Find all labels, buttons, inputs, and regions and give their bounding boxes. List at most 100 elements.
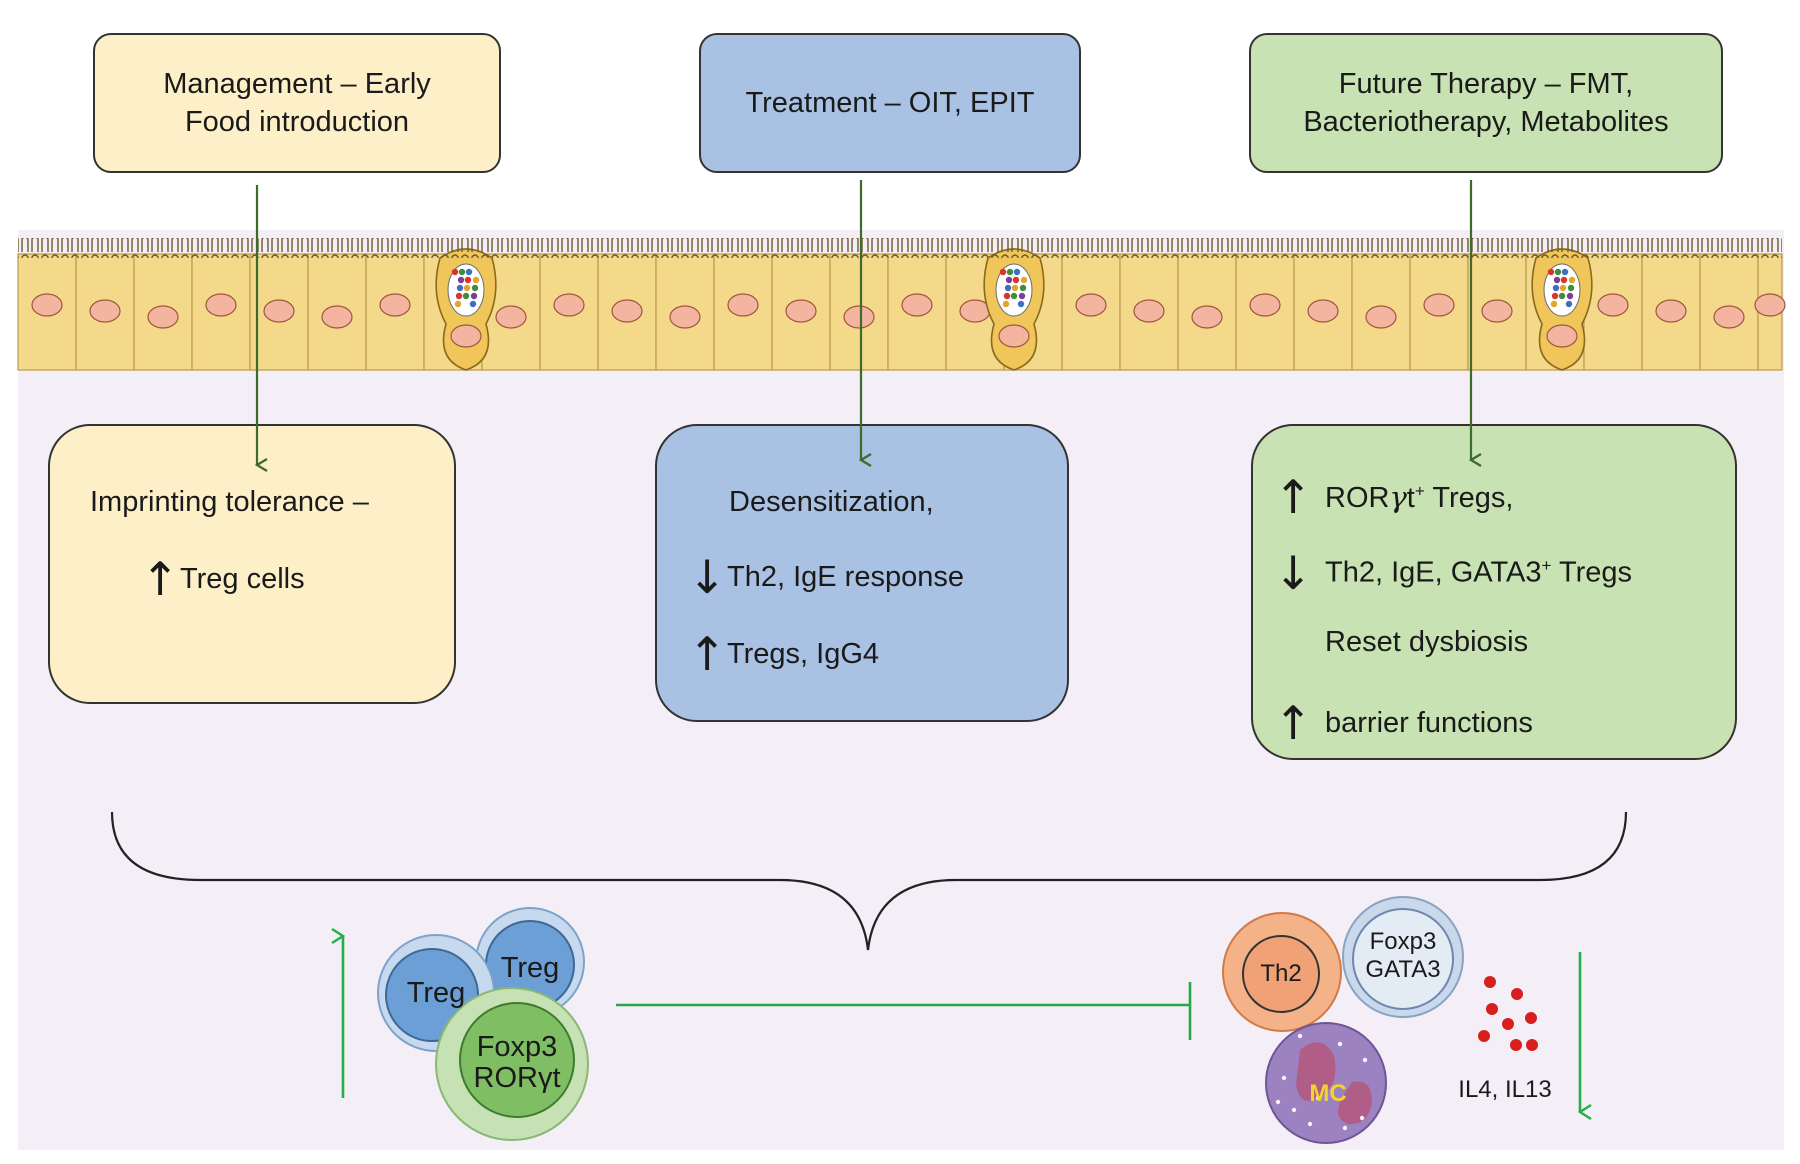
- treg-cells-text: Treg cells: [180, 562, 305, 595]
- treatment-box: Treatment – OIT, EPIT: [699, 33, 1081, 173]
- mucus-granule: [1003, 292, 1011, 300]
- cell-nucleus: [1655, 299, 1687, 323]
- mucus-granule: [456, 284, 464, 292]
- th2-ige-gata3-text: Th2, IgE, GATA3+ Tregs: [1325, 556, 1632, 590]
- rorgt-t: t: [1406, 481, 1415, 514]
- cell-nucleus: [1423, 293, 1455, 317]
- mucus-granule: [999, 268, 1007, 276]
- gata3-label-line2: GATA3: [1365, 956, 1441, 983]
- cell-nucleus: [553, 293, 585, 317]
- th2-label: Th2: [1260, 960, 1302, 987]
- rorgt-post: Tregs,: [1424, 481, 1514, 514]
- microvilli: [18, 238, 1782, 258]
- reset-dysbiosis-text: Reset dysbiosis: [1325, 626, 1529, 658]
- future-title-line2: Bacteriotherapy, Metabolites: [1303, 106, 1669, 138]
- th2-ige-text: Th2, IgE response: [727, 560, 964, 593]
- treatment-title: Treatment – OIT, EPIT: [745, 87, 1035, 119]
- mucus-granule: [469, 300, 477, 308]
- management-result-box: Imprinting tolerance – ↑ Treg cells: [48, 424, 456, 704]
- foxp3-label-line2: RORγt: [473, 1062, 561, 1094]
- cell-nucleus: [1713, 305, 1745, 329]
- foxp3-rorgt-label: Foxp3 RORγt: [462, 1032, 572, 1094]
- up-arrow-icon: ↑: [1273, 470, 1313, 524]
- mucus-granule: [454, 300, 462, 308]
- th2-ige-gata3-line: ↓ Th2, IgE, GATA3+ Tregs: [1273, 550, 1632, 596]
- desensitization-line: Desensitization,: [729, 486, 934, 519]
- cell-nucleus: [669, 305, 701, 329]
- mucus-granule: [1011, 284, 1019, 292]
- mucus-granule: [471, 284, 479, 292]
- cell-nucleus: [1307, 299, 1339, 323]
- barrier-functions-text: barrier functions: [1325, 706, 1533, 739]
- gata3-label-line1: Foxp3: [1369, 928, 1437, 955]
- cell-nucleus: [1597, 293, 1629, 317]
- reset-dysbiosis-line: Reset dysbiosis: [1325, 626, 1528, 659]
- management-title-line1: Management – Early: [163, 68, 431, 100]
- treg-label-left: Treg: [406, 977, 466, 1009]
- future-result-box: ↑ RORγt+ Tregs, ↓ Th2, IgE, GATA3+ Tregs…: [1251, 424, 1737, 760]
- up-arrow-icon: ↑: [687, 627, 727, 681]
- cell-nucleus: [263, 299, 295, 323]
- epithelial-cell: [539, 253, 599, 371]
- mucus-granule: [1560, 276, 1568, 284]
- cell-nucleus: [1075, 293, 1107, 317]
- cytokine-label: IL4, IL13: [1458, 1076, 1552, 1103]
- foxp3-gata3-label: Foxp3 GATA3: [1355, 928, 1451, 984]
- mucus-granule: [1019, 284, 1027, 292]
- down-arrow-icon: ↓: [1273, 546, 1313, 600]
- cell-nucleus: [843, 305, 875, 329]
- down-arrow-icon: ↓: [687, 550, 727, 604]
- management-title-line2: Food introduction: [184, 106, 410, 138]
- cell-nucleus: [785, 299, 817, 323]
- cell-nucleus: [147, 305, 179, 329]
- mucus-granule: [464, 276, 472, 284]
- up-arrow-icon: ↑: [1273, 696, 1313, 750]
- mc-label: MC: [1309, 1080, 1347, 1107]
- mucus-granule: [1561, 268, 1569, 276]
- up-arrow-icon: ↑: [140, 552, 180, 606]
- rorgt-pre: ROR: [1325, 481, 1390, 514]
- mucus-granule: [1005, 276, 1013, 284]
- gata3-pre: Th2, IgE, GATA3: [1325, 556, 1542, 589]
- superscript-plus: +: [1541, 556, 1552, 576]
- goblet-nucleus: [450, 324, 482, 348]
- mucus-granule: [1565, 300, 1573, 308]
- mucus-granule: [455, 292, 463, 300]
- epithelial-cells: [17, 248, 1786, 371]
- mucus-granule: [1553, 276, 1561, 284]
- mucus-granule: [1002, 300, 1010, 308]
- mucus-granule: [465, 268, 473, 276]
- cell-nucleus: [89, 299, 121, 323]
- mucus-granule: [1013, 268, 1021, 276]
- treg-label-right: Treg: [500, 952, 560, 984]
- mucus-granule: [1552, 284, 1560, 292]
- intestinal-epithelium: [17, 238, 1786, 371]
- treatment-result-box: Desensitization, ↓ Th2, IgE response ↑ T…: [655, 424, 1069, 722]
- foxp3-label-line1: Foxp3: [476, 1031, 558, 1063]
- mucus-granule: [1004, 284, 1012, 292]
- cell-nucleus: [1481, 299, 1513, 323]
- cell-nucleus: [611, 299, 643, 323]
- mucus-granule: [1558, 292, 1566, 300]
- goblet-nucleus: [1546, 324, 1578, 348]
- mucus-granule: [1547, 268, 1555, 276]
- cell-nucleus: [205, 293, 237, 317]
- imprinting-text: Imprinting tolerance –: [90, 486, 369, 518]
- mucus-granule: [1566, 292, 1574, 300]
- tregs-igg4-line: ↑ Tregs, IgG4: [687, 631, 879, 677]
- management-box: Management – Early Food introduction: [93, 33, 501, 173]
- imprinting-line: Imprinting tolerance –: [90, 486, 369, 519]
- cell-nucleus: [1365, 305, 1397, 329]
- mucus-granule: [451, 268, 459, 276]
- tregs-igg4-text: Tregs, IgG4: [727, 637, 880, 670]
- gamma-glyph: γ: [1389, 479, 1407, 514]
- rorgt-tregs-line: ↑ RORγt+ Tregs,: [1273, 470, 1514, 524]
- cell-nucleus: [901, 293, 933, 317]
- mucus-granule: [1012, 276, 1020, 284]
- mucus-granule: [1017, 300, 1025, 308]
- mucus-granule: [1559, 284, 1567, 292]
- mucus-granule: [1018, 292, 1026, 300]
- cell-nucleus: [1249, 293, 1281, 317]
- future-title-line1: Future Therapy – FMT,: [1338, 68, 1634, 100]
- th2-ige-line: ↓ Th2, IgE response: [687, 554, 964, 600]
